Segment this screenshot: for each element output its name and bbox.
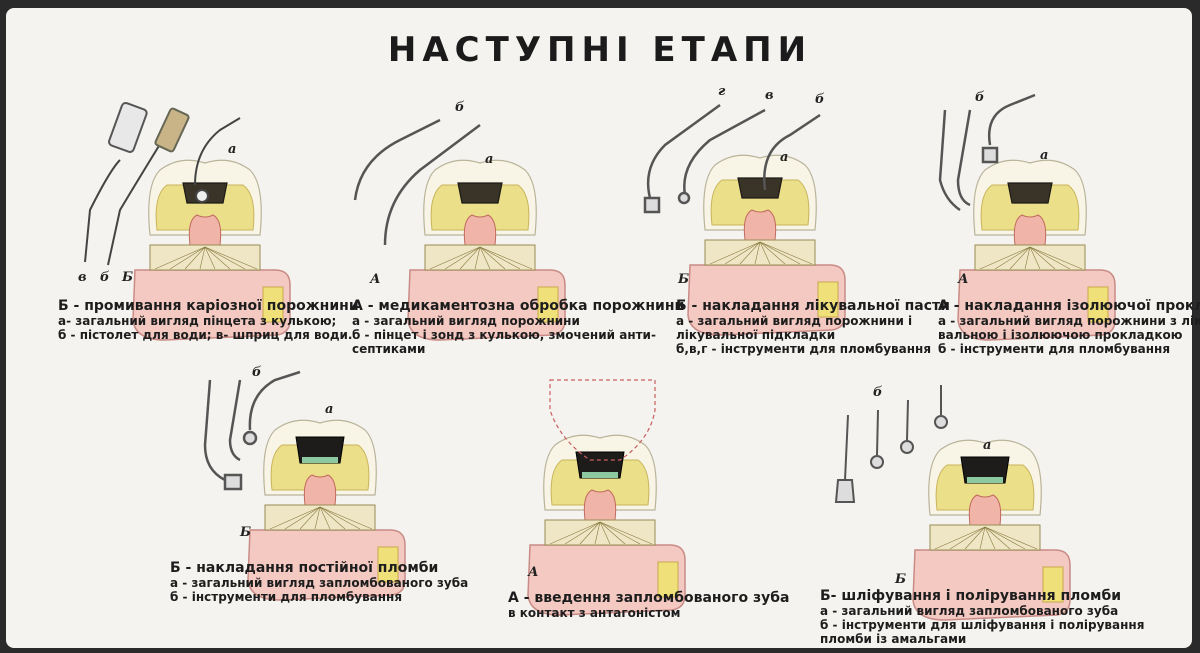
caption-line: лікувальної підкладки: [676, 328, 836, 342]
label-4-a: а: [1040, 148, 1049, 163]
caption-line: вальною і ізолюючою прокладкою: [938, 328, 1183, 342]
label-3-a: а: [780, 150, 789, 165]
caption-line: септиками: [352, 342, 426, 356]
caption-panel-2: А - медикаментозна обробка порожнини а -…: [352, 298, 684, 356]
caption-line: а - загальний вигляд порожнини: [352, 314, 580, 328]
label-5-b: б: [252, 365, 262, 380]
label-3-b: б: [815, 92, 825, 107]
label-1-B: Б: [122, 270, 134, 285]
label-2-A: А: [370, 272, 381, 287]
caption-heading: А - накладання ізолюючої прокладки: [938, 298, 1200, 314]
label-7-B: Б: [895, 572, 907, 587]
label-1-b: б: [100, 270, 110, 285]
caption-line: а- загальний вигляд пінцета з кулькою;: [58, 314, 337, 328]
label-7-b: б: [873, 385, 883, 400]
label-5-a: а: [325, 402, 334, 417]
label-3-g: г: [718, 84, 726, 99]
label-4-b: б: [975, 90, 985, 105]
caption-line: а - загальний вигляд порожнини з ліку-: [938, 314, 1200, 328]
label-3-v: в: [765, 88, 774, 103]
caption-panel-1: Б - промивання каріозної порожнини а- за…: [58, 298, 359, 342]
label-1-v: в: [78, 270, 87, 285]
caption-heading: Б- шліфування і полірування пломби: [820, 588, 1122, 604]
caption-heading: Б - накладання постійної пломби: [170, 560, 439, 576]
caption-line: в контакт з антагоністом: [508, 606, 681, 620]
caption-line: б - пінцет і зонд з кулькою, змочений ан…: [352, 328, 656, 342]
caption-heading: Б - накладання лікувальної пасти: [676, 298, 950, 314]
label-6-A: А: [528, 565, 539, 580]
caption-heading: А - введення запломбованого зуба: [508, 590, 790, 606]
tooth-panel-6: [527, 434, 686, 616]
caption-line: б - інструменти для пломбування: [938, 342, 1171, 356]
label-7-a: а: [983, 438, 992, 453]
caption-heading: А - медикаментозна обробка порожнини: [352, 298, 685, 314]
caption-panel-6: А - введення запломбованого зуба в конта…: [508, 590, 789, 620]
caption-panel-7: Б- шліфування і полірування пломби а - з…: [820, 588, 1144, 646]
poster-title: НАСТУПНІ ЕТАПИ: [387, 30, 813, 70]
caption-line: а - загальний вигляд запломбованого зуба: [820, 604, 1119, 618]
label-1-a: а: [228, 142, 237, 157]
label-3-B: Б: [678, 272, 690, 287]
caption-heading: Б - промивання каріозної порожнини: [58, 298, 359, 314]
label-4-A: А: [958, 272, 969, 287]
label-5-B: Б: [240, 525, 252, 540]
caption-line: б - інструменти для пломбування: [170, 590, 403, 604]
caption-line: пломби із амальгами: [820, 632, 967, 646]
caption-line: а - загальний вигляд порожнини і: [676, 314, 913, 328]
caption-panel-4: А - накладання ізолюючої прокладки а - з…: [938, 298, 1200, 356]
caption-line: а - загальний вигляд запломбованого зуба: [170, 576, 469, 590]
label-2-b: б: [455, 100, 465, 115]
caption-panel-5: Б - накладання постійної пломби а - зага…: [170, 560, 468, 604]
caption-line: б,в,г - інструменти для пломбування: [676, 342, 932, 356]
caption-panel-3: Б - накладання лікувальної пасти а - заг…: [676, 298, 950, 356]
label-2-a: а: [485, 152, 494, 167]
caption-line: б - інструменти для шліфування і полірув…: [820, 618, 1145, 632]
caption-line: б - пістолет для води; в- шприц для води…: [58, 328, 353, 342]
